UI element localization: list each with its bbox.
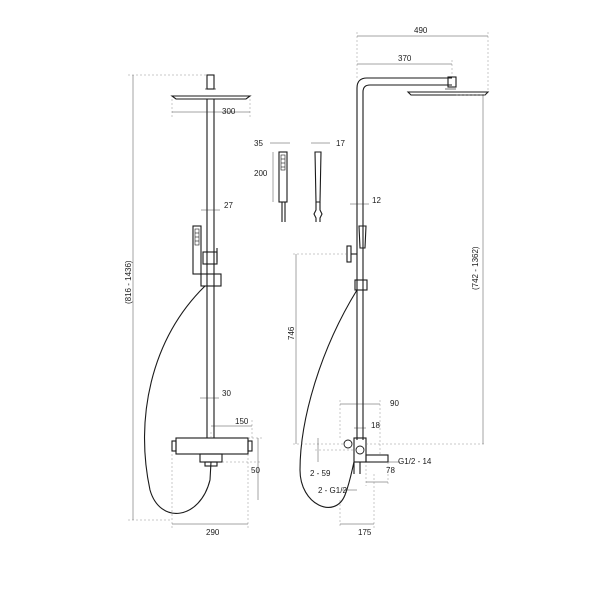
dim-290-label: 290 [206,528,220,537]
side-hose [299,289,358,508]
dim-78-label: 78 [386,466,395,475]
side-riser-and-arm [356,77,452,440]
dim-300: 300 [171,99,251,117]
dim-746: 746 [287,253,347,445]
dim-175-label: 175 [358,528,372,537]
front-view: 300 (816 - 1436) 27 30 150 [124,74,262,537]
dim-200-label: 200 [254,169,268,178]
dim-300-label: 300 [222,107,236,116]
dim-490: 490 [356,26,489,92]
dim-746-label: 746 [287,326,296,340]
dim-total-height: (816 - 1436) [124,74,207,521]
front-shower-head [170,74,252,100]
handset-side [313,151,323,222]
dim-90: 90 [339,399,399,455]
dim-200: 200 [254,152,274,202]
side-shower-head [406,76,490,96]
dim-total-height-label: (816 - 1436) [124,260,133,304]
dim-490-label: 490 [414,26,428,35]
side-mixer [343,437,389,474]
dim-thread-spec: G1/2 - 14 [370,457,432,466]
dim-thread-spec-label: G1/2 - 14 [398,457,432,466]
dim-12-label: 12 [372,196,381,205]
handset-front [278,151,288,222]
dim-150-label: 150 [235,417,249,426]
dim-30: 30 [200,389,231,399]
dim-50: 50 [222,437,262,500]
dim-35: 35 [254,139,290,148]
dim-18: 18 [354,421,380,430]
dim-2-59: 2 - 59 [310,438,354,478]
dim-2-g12-label: 2 - G1/2 [318,486,347,495]
handset-detail: 35 17 200 [254,139,345,222]
front-riser-pipe [206,99,215,438]
dim-90-label: 90 [390,399,399,408]
dim-side-height: (742 - 1362) [366,94,486,445]
dim-2-g12: 2 - G1/2 [318,486,357,495]
front-hand-shower [192,225,222,287]
dim-17-label: 17 [336,139,345,148]
dim-27: 27 [201,201,233,211]
dim-150: 150 [210,417,253,438]
dim-175: 175 [339,474,375,537]
front-hose [143,285,212,514]
dim-30-label: 30 [222,389,231,398]
dim-12: 12 [350,196,381,205]
dim-370: 370 [357,54,453,77]
dim-78: 78 [365,462,395,486]
front-mixer [171,437,253,467]
dim-370-label: 370 [398,54,412,63]
side-view: 490 370 12 (742 - 1362) 746 [287,26,490,537]
dim-290: 290 [171,454,249,537]
dim-17: 17 [311,139,345,148]
dim-side-height-label: (742 - 1362) [471,246,480,290]
dim-18-label: 18 [371,421,380,430]
dim-27-label: 27 [224,201,233,210]
dim-35-label: 35 [254,139,263,148]
dim-50-label: 50 [251,466,260,475]
dim-2-59-label: 2 - 59 [310,469,331,478]
